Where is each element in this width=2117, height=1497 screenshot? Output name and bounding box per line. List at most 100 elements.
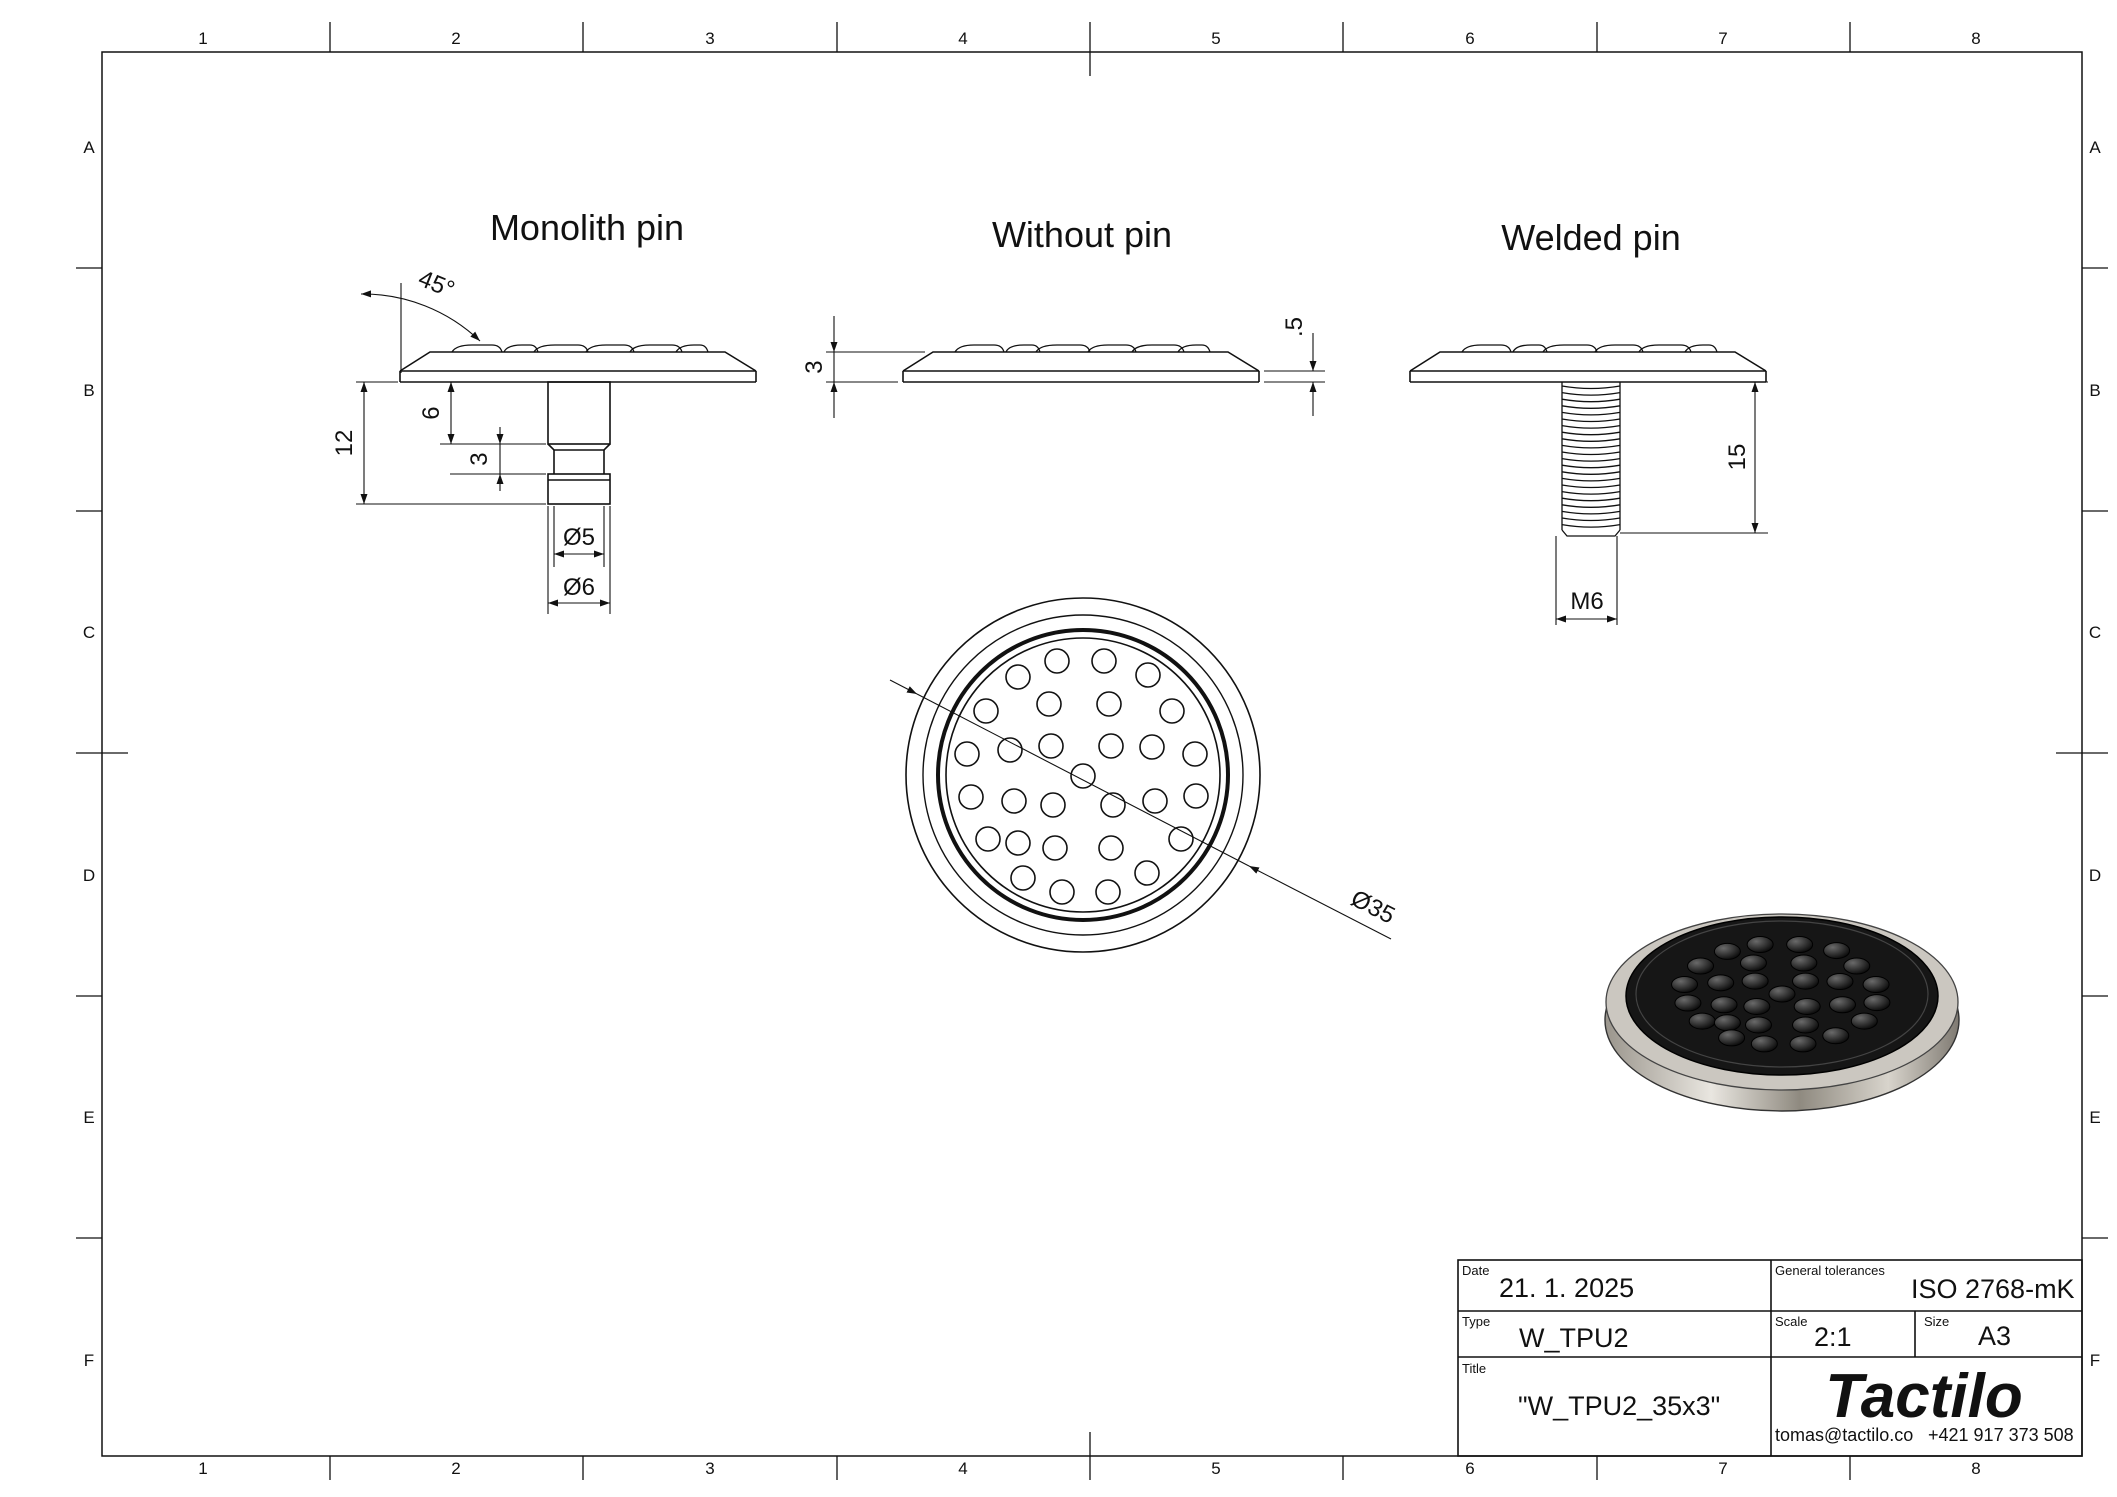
iso-stud	[1828, 996, 1856, 1014]
stud-circle	[1095, 879, 1121, 905]
zone-col-top-3: 3	[705, 29, 714, 48]
zone-col-bottom-5: 5	[1211, 1459, 1220, 1478]
scale-value: 2:1	[1814, 1322, 1852, 1352]
zone-col-bottom-2: 2	[451, 1459, 460, 1478]
view-monolith	[356, 283, 757, 614]
disc-profile-without	[902, 351, 1260, 372]
thread-ridge	[1561, 497, 1621, 502]
dim-angle: 45°	[415, 265, 459, 304]
zone-col-bottom-7: 7	[1718, 1459, 1727, 1478]
view-welded	[1409, 344, 1768, 625]
stud-circle	[975, 826, 1001, 852]
zone-row-left-b: B	[83, 381, 94, 400]
thread-ridge	[1561, 464, 1621, 469]
zone-row-left-a: A	[83, 138, 95, 157]
thread-ridge	[1561, 504, 1621, 508]
drawing-frame	[101, 51, 2083, 1457]
view-top	[889, 597, 1392, 953]
zone-row-left-d: D	[83, 866, 95, 885]
zone-col-bottom-4: 4	[958, 1459, 967, 1478]
top-view-studs	[954, 648, 1209, 905]
thread-ridge	[1561, 438, 1621, 442]
zone-row-right-a: A	[2089, 138, 2101, 157]
iso-stud	[1822, 1027, 1850, 1045]
iso-stud	[1789, 1035, 1817, 1053]
view-without	[826, 316, 1325, 418]
stud-circle	[1168, 826, 1194, 852]
type-label: Type	[1462, 1314, 1490, 1329]
size-label: Size	[1924, 1314, 1949, 1329]
iso-stud	[1850, 1012, 1878, 1030]
iso-stud	[1843, 957, 1871, 975]
iso-stud	[1713, 1014, 1741, 1032]
stud-circle	[1159, 698, 1185, 724]
stud-row-monolith	[451, 344, 709, 353]
size-value: A3	[1978, 1321, 2011, 1351]
title-block	[1457, 1259, 2083, 1457]
dim-pin-groove: 3	[466, 452, 493, 465]
thread-ridge	[1561, 424, 1621, 429]
thread-ridge	[1561, 391, 1621, 396]
threaded-pin	[1561, 382, 1621, 537]
stud-circle	[1044, 648, 1070, 674]
thread-ridge	[1561, 418, 1621, 423]
zone-row-left-f: F	[84, 1351, 94, 1370]
dim-lines-without	[826, 316, 1325, 418]
thread-tip	[1561, 529, 1621, 537]
stud-circle	[1100, 792, 1126, 818]
stud-circle	[1142, 788, 1168, 814]
iso-stud	[1826, 973, 1854, 991]
zone-col-top-7: 7	[1718, 29, 1727, 48]
stud-circle	[1096, 691, 1122, 717]
stud-circle	[1040, 792, 1066, 818]
stud-circle	[1010, 865, 1036, 891]
view-title-monolith: Monolith pin	[490, 207, 684, 248]
iso-stud	[1743, 997, 1771, 1015]
thread-ridge	[1561, 385, 1621, 390]
thread-ridge	[1561, 510, 1621, 515]
pin-monolith	[547, 381, 611, 505]
stud-circle	[973, 698, 999, 724]
contact-email: tomas@tactilo.co	[1775, 1425, 1913, 1445]
zone-ticks	[76, 22, 2108, 1480]
zone-col-bottom-8: 8	[1971, 1459, 1980, 1478]
zone-row-right-b: B	[2089, 381, 2100, 400]
stud-row-without	[954, 344, 1211, 353]
iso-stud	[1750, 1035, 1778, 1053]
zone-row-right-f: F	[2090, 1351, 2100, 1370]
title-value: "W_TPU2_35x3"	[1518, 1391, 1720, 1421]
zone-row-right-d: D	[2089, 866, 2101, 885]
dim-dia-outer: Ø6	[563, 574, 595, 601]
zone-col-top-2: 2	[451, 29, 460, 48]
iso-stud	[1823, 942, 1851, 960]
iso-stud	[1746, 936, 1774, 954]
stud-circle	[1182, 741, 1208, 767]
view-isometric	[1604, 913, 1960, 1112]
iso-stud	[1744, 1016, 1772, 1034]
iso-stud	[1790, 954, 1818, 972]
iso-stud	[1671, 976, 1699, 994]
iso-stud	[1863, 994, 1891, 1012]
thread-ridge	[1561, 471, 1621, 475]
dim-pin-total: 12	[331, 430, 358, 457]
tolerance-value: ISO 2768-mK	[1911, 1274, 2075, 1304]
iso-stud	[1713, 942, 1741, 960]
iso-stud	[1688, 1012, 1716, 1030]
stud-circle	[997, 737, 1023, 763]
dim-lines-monolith	[356, 283, 611, 614]
stud-row-welded	[1461, 344, 1718, 353]
stud-circle	[954, 741, 980, 767]
dim-rim: .5	[1281, 317, 1308, 337]
zone-labels: 1 2 3 4 5 6 7 8 1 2 3 4 5 6 7 8 A B C D …	[83, 29, 2101, 1478]
thread-ridge	[1561, 431, 1621, 436]
thread-ridge	[1561, 484, 1621, 489]
stud-circle	[1005, 830, 1031, 856]
dim-thread: M6	[1570, 588, 1603, 615]
stud-circle	[1042, 835, 1068, 861]
isometric-studs	[1671, 936, 1891, 1053]
thread-ridge	[1561, 457, 1621, 462]
dim-pin-upper: 6	[418, 406, 445, 419]
iso-stud	[1768, 985, 1796, 1003]
iso-stud	[1718, 1029, 1746, 1047]
stud-circle	[1098, 733, 1124, 759]
